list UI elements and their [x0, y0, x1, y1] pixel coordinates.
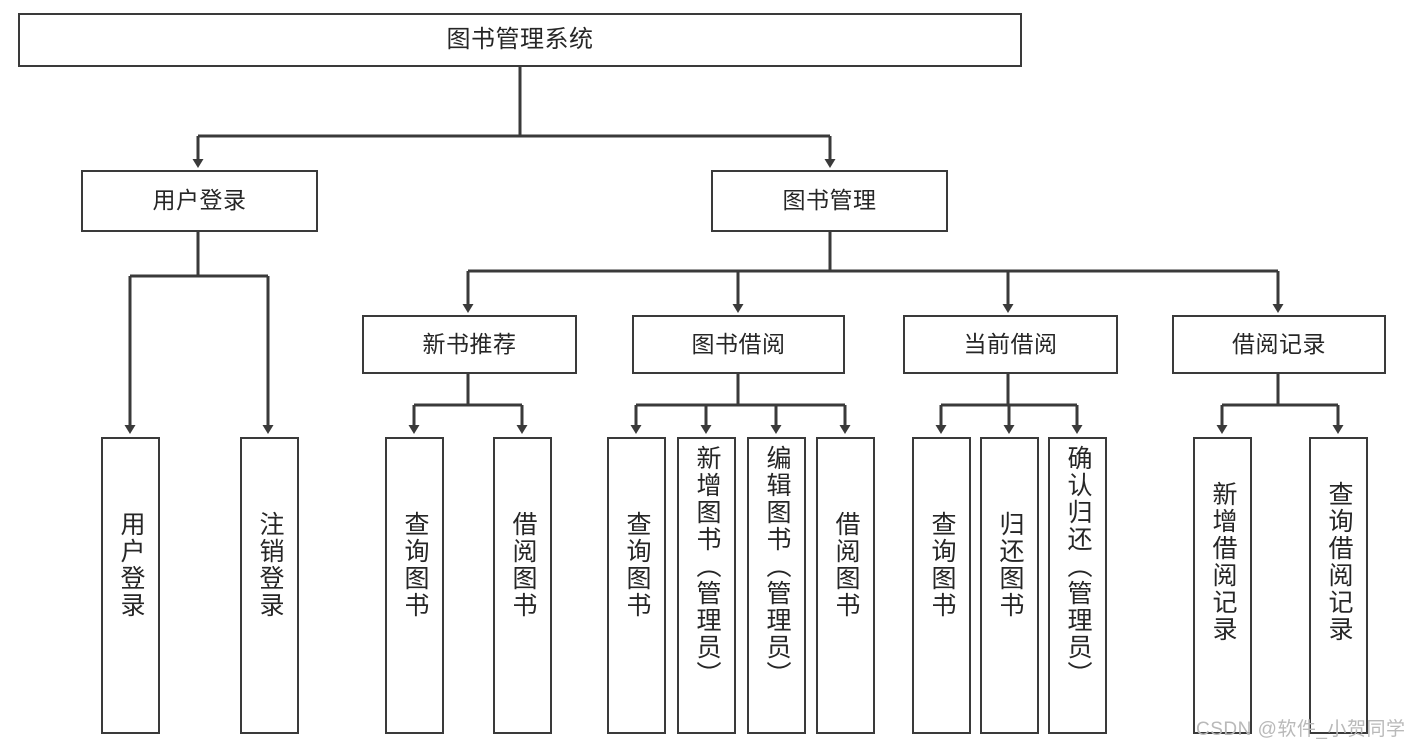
node-book-manage[interactable]: 图书管理 — [711, 170, 948, 232]
leaf-user-login[interactable]: 用户登录 — [101, 437, 160, 734]
node-current-borrow[interactable]: 当前借阅 — [903, 315, 1118, 374]
node-book-borrow-label: 图书借阅 — [691, 330, 786, 357]
leaf-add-record[interactable]: 新增借阅记录 — [1193, 437, 1252, 734]
node-borrow-record-label: 借阅记录 — [1232, 330, 1326, 357]
leaf-add-book[interactable]: 新增图书（管理员） — [677, 437, 736, 734]
node-new-book-recommend-label: 新书推荐 — [422, 330, 517, 357]
leaf-borrow-book-2[interactable]: 借阅图书 — [816, 437, 875, 734]
node-user-login[interactable]: 用户登录 — [81, 170, 318, 232]
leaf-query-book-2[interactable]: 查询图书 — [607, 437, 666, 734]
leaf-logout-label: 注销登录 — [256, 511, 284, 619]
leaf-query-record[interactable]: 查询借阅记录 — [1309, 437, 1368, 734]
node-book-manage-label: 图书管理 — [782, 187, 877, 214]
leaf-query-record-label: 查询借阅记录 — [1325, 481, 1353, 643]
leaf-query-book-1[interactable]: 查询图书 — [385, 437, 444, 734]
node-new-book-recommend[interactable]: 新书推荐 — [362, 315, 577, 374]
leaf-user-login-label: 用户登录 — [117, 511, 145, 619]
node-root-label: 图书管理系统 — [446, 25, 594, 53]
leaf-query-book-1-label: 查询图书 — [401, 511, 429, 619]
node-user-login-label: 用户登录 — [152, 187, 247, 214]
leaf-add-record-label: 新增借阅记录 — [1209, 481, 1237, 643]
leaf-query-book-3-label: 查询图书 — [928, 511, 956, 619]
leaf-confirm-return[interactable]: 确认归还（管理员） — [1048, 437, 1107, 734]
leaf-add-book-label: 新增图书（管理员） — [693, 445, 721, 688]
leaf-borrow-book-1[interactable]: 借阅图书 — [493, 437, 552, 734]
leaf-confirm-return-label: 确认归还（管理员） — [1064, 445, 1092, 688]
node-root[interactable]: 图书管理系统 — [18, 13, 1022, 67]
leaf-logout[interactable]: 注销登录 — [240, 437, 299, 734]
node-book-borrow[interactable]: 图书借阅 — [632, 315, 845, 374]
node-borrow-record[interactable]: 借阅记录 — [1172, 315, 1386, 374]
leaf-query-book-2-label: 查询图书 — [623, 511, 651, 619]
leaf-return-book-label: 归还图书 — [996, 511, 1024, 619]
leaf-borrow-book-2-label: 借阅图书 — [832, 511, 860, 619]
leaf-return-book[interactable]: 归还图书 — [980, 437, 1039, 734]
leaf-edit-book[interactable]: 编辑图书（管理员） — [747, 437, 806, 734]
node-current-borrow-label: 当前借阅 — [963, 330, 1058, 357]
leaf-query-book-3[interactable]: 查询图书 — [912, 437, 971, 734]
leaf-borrow-book-1-label: 借阅图书 — [509, 511, 537, 619]
leaf-edit-book-label: 编辑图书（管理员） — [763, 445, 791, 688]
